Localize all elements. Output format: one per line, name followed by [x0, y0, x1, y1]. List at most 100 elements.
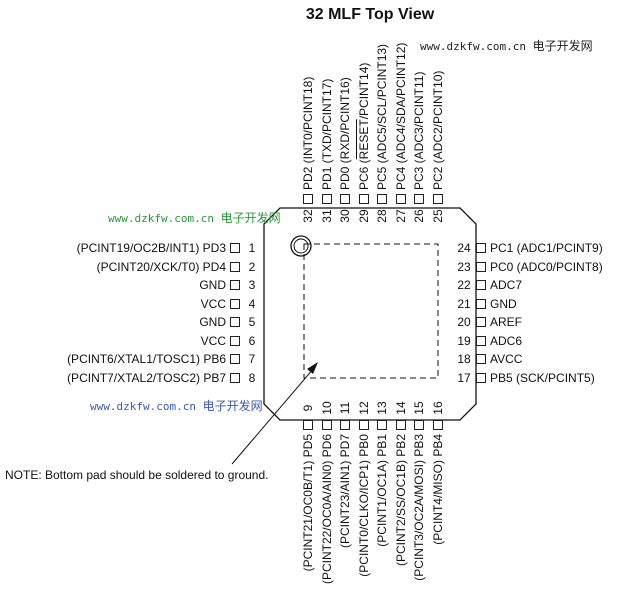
pin-number: 18 [457, 352, 471, 366]
pin-2: (PCINT20/XCK/T0) PD4 2 [97, 259, 260, 275]
pin-number: 10 [319, 401, 334, 415]
pin-label: PC2 (ADC2/PCINT10) [430, 70, 445, 190]
pin-label: (PCINT7/XTAL2/TOSC2) PB7 [67, 370, 226, 385]
pin-pad-icon [321, 420, 332, 430]
pin-label: VCC [200, 296, 226, 311]
pin-pad-icon [230, 372, 240, 383]
pin-number: 24 [457, 241, 471, 255]
pin-pad-icon [340, 194, 350, 204]
pin-label: ADC6 [490, 333, 523, 348]
pin-number: 8 [248, 370, 256, 385]
diagram-title: 32 MLF Top View [305, 6, 435, 23]
pin-32: 32 PD2 (INT0/PCINT18) [300, 0, 316, 224]
pin-pad-icon [321, 194, 332, 204]
pin-label: PD2 (INT0/PCINT18) [301, 76, 315, 190]
pin-label: GND [199, 278, 226, 292]
pin-label: GND [490, 296, 517, 311]
pin-label: (PCINT1/OC1A) PB1 [375, 434, 389, 547]
pin-label: (PCINT4/MISO) PB4 [430, 434, 445, 545]
pin-14: (PCINT2/SS/OC1B) PB2 14 [393, 400, 409, 600]
bottom-pad-outline [303, 243, 439, 379]
note-arrow [231, 367, 315, 465]
watermark: www.dzkfw.com.cn 电子开发网 [90, 397, 263, 414]
pin-label: PC0 (ADC0/PCINT8) [490, 259, 603, 274]
pin-label: PC6 (RESET/PCINT14) [356, 62, 371, 190]
pin-pad-icon [230, 298, 240, 309]
watermark-cn: 电子开发网 [220, 211, 281, 225]
pin-number: 30 [338, 209, 352, 223]
chip-body [263, 207, 477, 421]
pin-pad-icon [476, 354, 486, 364]
pin-label: PC3 (ADC3/PCINT11) [412, 71, 426, 190]
pin-number: 11 [338, 401, 352, 415]
pin-label: AVCC [490, 352, 523, 366]
pin-pad-icon [230, 317, 240, 327]
pin-label: (PCINT2/SS/OC1B) PB2 [393, 434, 408, 567]
pin-label: AREF [490, 315, 523, 329]
pin1-marker [290, 235, 312, 257]
watermark: www.dzkfw.com.cn 电子开发网 [420, 37, 593, 54]
pin-number: 5 [248, 315, 256, 329]
pin-pad-icon [476, 280, 486, 290]
pin-8: (PCINT7/XTAL2/TOSC2) PB7 8 [67, 370, 260, 386]
pin-label: (PCINT0/CLKO/ICP1) PB0 [356, 434, 371, 577]
pin-number: 16 [430, 401, 445, 415]
pin-number: 7 [248, 352, 256, 366]
pin-label: VCC [200, 333, 226, 348]
pin-number: 14 [393, 401, 408, 415]
pin-4: VCC 4 [201, 296, 260, 312]
pin-pad-icon [476, 298, 486, 309]
pin-pad-icon [476, 261, 486, 272]
watermark: www.dzkfw.com.cn 电子开发网 [108, 209, 281, 226]
pin-label: PB5 (SCK/PCINT5) [490, 370, 595, 385]
pin-pad-icon [358, 420, 369, 430]
pin-pad-icon [303, 194, 313, 204]
pin-number: 2 [248, 259, 256, 274]
pin-label: (PCINT22/OC0A/AIN0) PD6 [319, 434, 334, 585]
pin-number: 26 [412, 209, 426, 223]
pin-pad-icon [476, 372, 486, 383]
pin-number: 21 [457, 296, 471, 311]
pin-pad-icon [230, 243, 240, 253]
pin-label: GND [199, 315, 226, 329]
pin-label: (PCINT23/AIN1) PD7 [338, 434, 352, 549]
pin-number: 17 [457, 370, 471, 385]
pin-pad-icon [230, 354, 240, 364]
pin-26: 26 PC3 (ADC3/PCINT11) [411, 0, 427, 224]
arrow-head [307, 362, 318, 374]
pin-pad-icon [377, 194, 387, 204]
pin-number: 4 [248, 296, 256, 311]
pin-label: PD1 (TXD/PCINT17) [319, 78, 334, 190]
pin-pad-icon [340, 420, 350, 430]
pin-number: 32 [301, 209, 315, 223]
watermark-url: www.dzkfw.com.cn [108, 212, 214, 225]
pin-pad-icon [432, 194, 443, 204]
pin-number: 3 [248, 278, 256, 292]
pin-11: (PCINT23/AIN1) PD7 11 [337, 400, 353, 600]
pin-pad-icon [414, 194, 424, 204]
watermark-cn: 电子开发网 [532, 39, 593, 53]
pin-number: 27 [393, 209, 408, 223]
pin-label: (PCINT20/XCK/T0) PD4 [96, 259, 226, 274]
note-text: NOTE: Bottom pad should be soldered to g… [5, 468, 269, 482]
pin-number: 20 [457, 315, 471, 329]
pin-label: PD0 (RXD/PCINT16) [338, 77, 352, 190]
pin-30: 30 PD0 (RXD/PCINT16) [337, 0, 353, 224]
watermark-url: www.dzkfw.com.cn [420, 40, 526, 53]
pin-21: 21 GND [456, 296, 517, 312]
pin-number: 19 [457, 333, 471, 348]
pin-17: 17 PB5 (SCK/PCINT5) [456, 370, 595, 386]
